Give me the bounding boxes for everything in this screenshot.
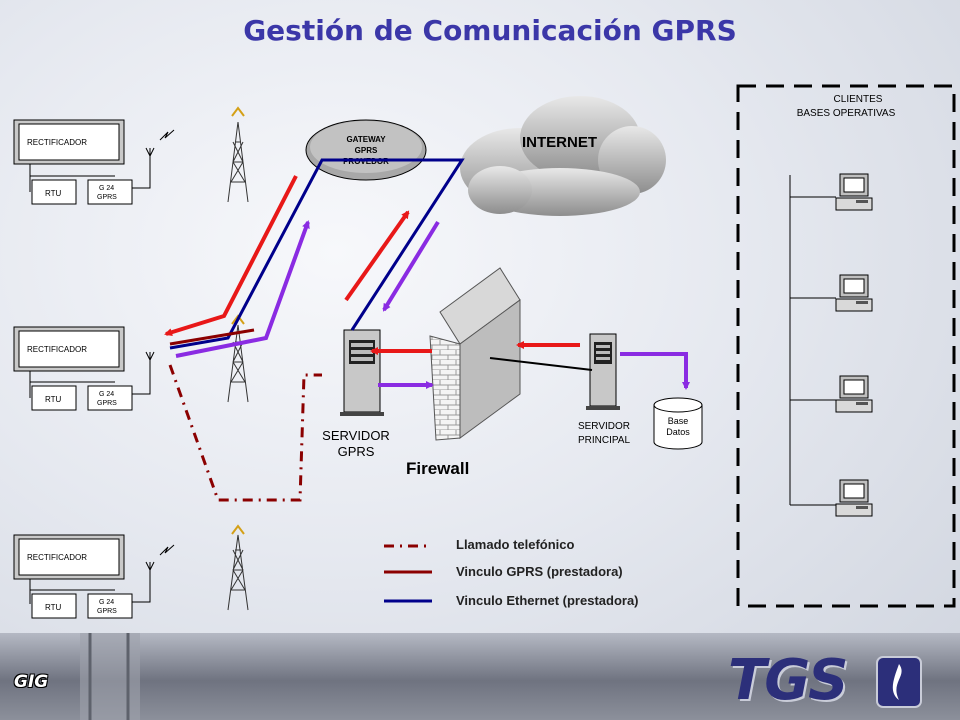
database-label-line1: Base [668,416,689,426]
servidor-gprs-tower-icon [340,329,384,416]
gprs-link-line [169,328,255,346]
ethernet-lan-line [489,357,593,371]
rectifier-label: RECTIFICADOR [27,138,87,147]
rtu-box [31,593,77,619]
g24-modem-box [87,179,133,205]
gateway-label-line1: GATEWAY [346,135,386,144]
rtu-box [31,385,77,411]
client-workstation-icon [835,375,873,413]
antenna-icon [145,147,155,158]
g24-label-line2: GPRS [97,608,117,615]
clients-label-line2: BASES OPERATIVAS [797,108,896,119]
purple-arrow [382,220,440,312]
remote-site-2: RECTIFICADOR RTU G 24 GPRS [13,326,155,411]
g24-label-line1: G 24 [99,391,114,398]
antenna-icon [145,351,155,362]
cell-tower-icon [227,314,249,403]
footer-bar [0,633,960,720]
firewall-label: Firewall [406,459,469,478]
g24-label-line2: GPRS [97,400,117,407]
rtu-label: RTU [45,395,62,404]
servidor-principal-tower-icon [586,333,620,410]
rectifier-box [18,538,120,576]
clients-label-line1: CLIENTES [834,94,883,105]
g24-label-line1: G 24 [99,599,114,606]
firewall-wall [429,267,521,441]
cell-tower-icon [227,524,249,611]
database-cylinder-icon: Base Datos [653,397,703,450]
page-title: Gestión de Comunicación GPRS [243,14,737,47]
internet-cloud-icon: INTERNET [460,96,666,216]
legend-label-ethernet: Vinculo Ethernet (prestadora) [456,593,639,608]
g24-modem-box [87,385,133,411]
client-workstation-icon [835,173,873,211]
remote-site-1: RECTIFICADOR RTU G 24 GPRS [13,119,175,205]
radio-wave-icon [159,129,175,141]
tgs-flame-logo-icon [876,656,922,708]
internet-label: INTERNET [522,134,597,151]
g24-label-line1: G 24 [99,185,114,192]
servidor-gprs-label-line1: SERVIDOR [322,428,390,443]
g24-label-line2: GPRS [97,194,117,201]
gig-logo: GIG [14,672,49,692]
servidor-gprs-label-line2: GPRS [338,444,375,459]
red-arrow [164,175,298,337]
rectifier-box [18,330,120,368]
gateway-label-line2: GPRS [355,146,378,155]
rtu-label: RTU [45,603,62,612]
client-workstation-icon [835,274,873,312]
rtu-label: RTU [45,189,62,198]
ethernet-link-line [169,158,465,350]
rtu-box [31,179,77,205]
phone-call-dashdot-line [168,364,322,502]
rectifier-label: RECTIFICADOR [27,345,87,354]
database-label-line2: Datos [666,427,690,437]
purple-arrow [620,352,690,390]
antenna-icon [145,561,155,572]
cell-tower-icon [227,106,249,203]
servidor-principal-label-line2: PRINCIPAL [578,435,630,446]
purple-arrow [175,220,310,358]
legend-label-phone: Llamado telefónico [456,537,575,552]
servidor-principal-label-line1: SERVIDOR [578,421,630,432]
legend-label-gprs: Vinculo GPRS (prestadora) [456,564,623,579]
client-workstation-icon [835,479,873,517]
pipe-decoration [80,633,140,720]
clients-dashed-boundary [736,84,956,608]
g24-modem-box [87,593,133,619]
radio-wave-icon [159,544,175,556]
gateway-gprs-node: GATEWAY GPRS PROVEDOR [305,119,427,181]
rectifier-label: RECTIFICADOR [27,553,87,562]
red-arrow [344,210,410,302]
rectifier-box [18,123,120,161]
tgs-logo: TGS [728,648,848,713]
remote-site-3: RECTIFICADOR RTU G 24 GPRS [13,534,175,619]
